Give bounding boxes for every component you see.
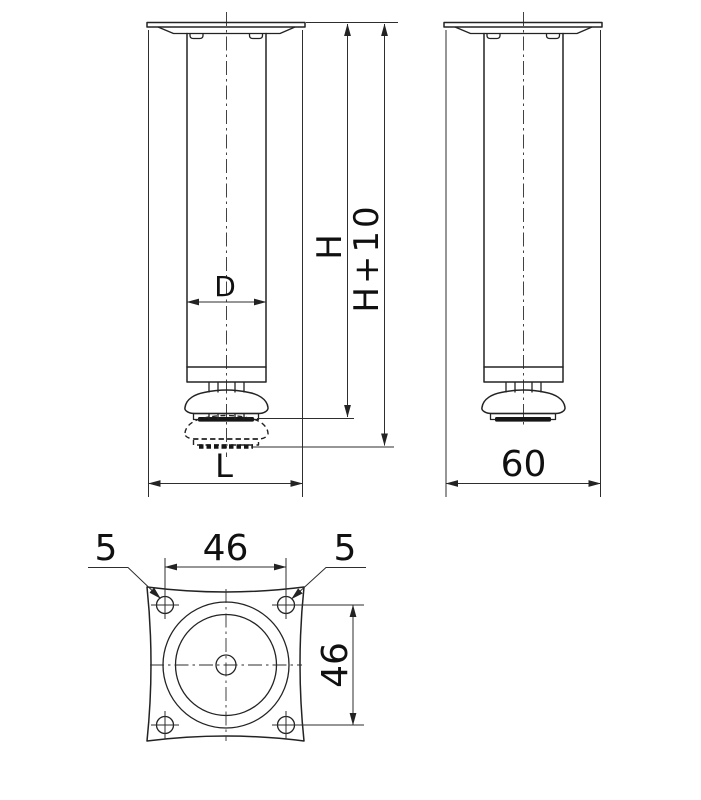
- extended-foot-rim-dashed: [192, 438, 260, 446]
- foot-rubber-pad: [198, 417, 254, 422]
- dim-label-base-width: 60: [501, 444, 547, 485]
- plate-centerlines: [150, 589, 302, 741]
- leg-extended-position: [184, 413, 269, 457]
- dim-label-height-extended: H+10: [347, 203, 387, 312]
- leader-line-hole-left: [88, 567, 161, 599]
- plate-top-view: [146, 586, 305, 742]
- leader-line-hole-right: [291, 567, 366, 600]
- leg-front-view-secondary: [443, 11, 603, 429]
- dimensions-top-view: 46 46 5 5: [88, 528, 366, 726]
- dimensions-front-secondary: 60: [445, 30, 601, 497]
- plate-outline: [146, 586, 305, 742]
- flange-screw-tab-left: [189, 33, 204, 40]
- adjuster-thread-stem: [208, 382, 245, 393]
- foot-rim-ribs: [208, 413, 245, 420]
- mounting-plate-edge: [146, 21, 306, 28]
- corner-screw-holes: [151, 591, 300, 739]
- tube-collar: [186, 366, 267, 383]
- dim-label-hole-spacing-horizontal: 46: [203, 528, 249, 569]
- dim-label-hole-spacing-vertical: 46: [315, 642, 356, 688]
- screw-hole-crosshairs: [151, 591, 300, 739]
- dim-label-hole-right: 5: [334, 528, 357, 569]
- flange-screw-tab-right: [248, 33, 264, 40]
- dim-label-base-length: L: [215, 447, 233, 485]
- leg-front-view: [146, 12, 306, 428]
- plate-flange: [157, 26, 296, 35]
- dim-label-hole-left: 5: [95, 528, 118, 569]
- leg-tube: [186, 32, 267, 368]
- dim-label-height: H: [310, 234, 350, 260]
- dim-label-diameter: D: [214, 270, 236, 303]
- dimensions-front-primary: D H H+10 L: [148, 22, 398, 497]
